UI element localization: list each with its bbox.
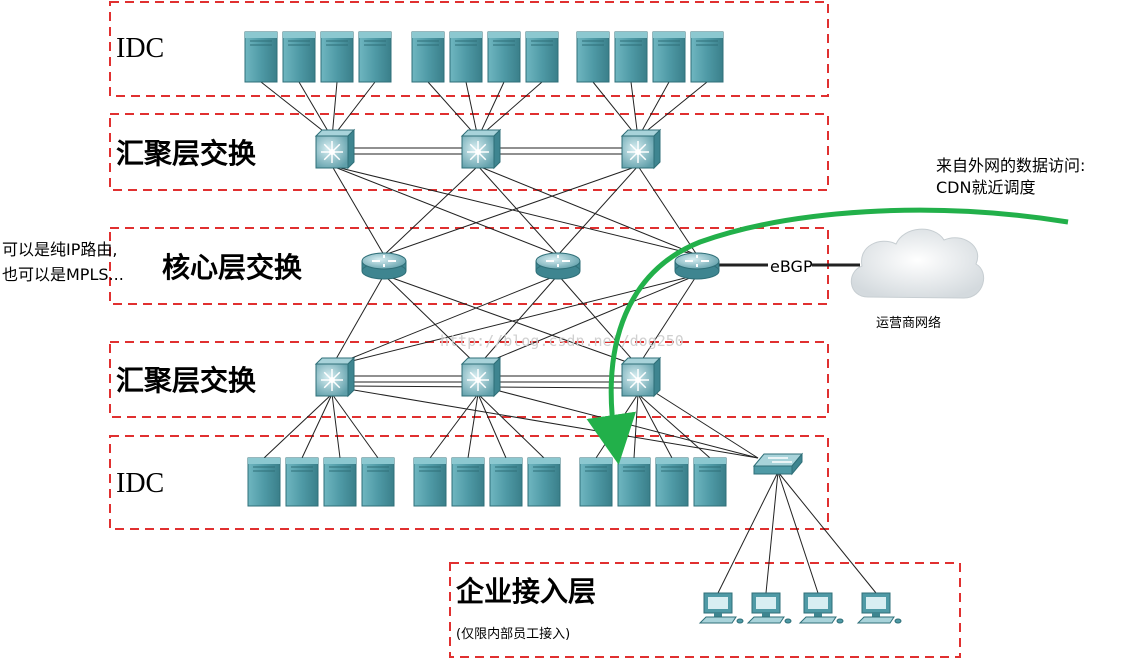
server-icon (361, 457, 395, 507)
l3-switch-icon (460, 128, 502, 170)
server-icon (413, 457, 447, 507)
frame-enterprise (449, 562, 961, 658)
server-icon (247, 457, 281, 507)
server-icon (282, 31, 316, 83)
core-note-line2: 也可以是MPLS... (2, 265, 124, 284)
carrier-label: 运营商网络 (876, 315, 941, 331)
core-note-line1: 可以是纯IP路由, (2, 240, 117, 259)
layer-label-idc-top: IDC (116, 33, 164, 64)
enterprise-note: (仅限内部员工接入) (456, 626, 570, 642)
l3-switch-icon (314, 356, 356, 398)
server-icon (617, 457, 651, 507)
layer-label-agg-top: 汇聚层交换 (116, 137, 257, 170)
workstation-icon (746, 592, 792, 624)
layer-label-idc-bottom: IDC (116, 468, 164, 499)
server-icon (576, 31, 610, 83)
layer-label-core: 核心层交换 (162, 251, 303, 284)
l3-switch-icon (460, 356, 502, 398)
workstation-icon (698, 592, 744, 624)
watermark: http://blog.csdn.net/dog250 (440, 332, 684, 350)
frame-idc-bottom (109, 435, 829, 530)
router-icon (674, 252, 720, 280)
server-icon (323, 457, 357, 507)
l2-switch-icon (752, 452, 804, 476)
connection-lines (260, 81, 877, 594)
server-icon (411, 31, 445, 83)
server-icon (451, 457, 485, 507)
frame-agg-bottom (109, 341, 829, 418)
server-icon (487, 31, 521, 83)
carrier-cloud (851, 228, 985, 299)
ebgp-label: eBGP (770, 257, 813, 276)
router-icon (535, 252, 581, 280)
server-icon (358, 31, 392, 83)
server-icon (527, 457, 561, 507)
server-icon (690, 31, 724, 83)
layer-label-agg-bottom: 汇聚层交换 (116, 364, 257, 397)
cdn-access-arrow (586, 207, 1069, 465)
server-icon (652, 31, 686, 83)
l3-switch-icon (314, 128, 356, 170)
devices (244, 31, 909, 624)
server-icon (285, 457, 319, 507)
router-icon (361, 252, 407, 280)
workstation-icon (856, 592, 902, 624)
server-icon (693, 457, 727, 507)
l3-switch-icon (620, 128, 662, 170)
cloud-icon (851, 228, 985, 299)
layer-label-enterprise: 企业接入层 (456, 575, 596, 608)
server-icon (655, 457, 689, 507)
server-icon (579, 457, 613, 507)
external-note-line1: 来自外网的数据访问: (936, 156, 1085, 175)
server-icon (320, 31, 354, 83)
external-note-line2: CDN就近调度 (936, 178, 1035, 197)
workstation-icon (798, 592, 844, 624)
l3-switch-icon (620, 356, 662, 398)
server-icon (449, 31, 483, 83)
server-icon (525, 31, 559, 83)
server-icon (614, 31, 648, 83)
frame-agg-top (109, 113, 829, 191)
server-icon (244, 31, 278, 83)
server-icon (489, 457, 523, 507)
